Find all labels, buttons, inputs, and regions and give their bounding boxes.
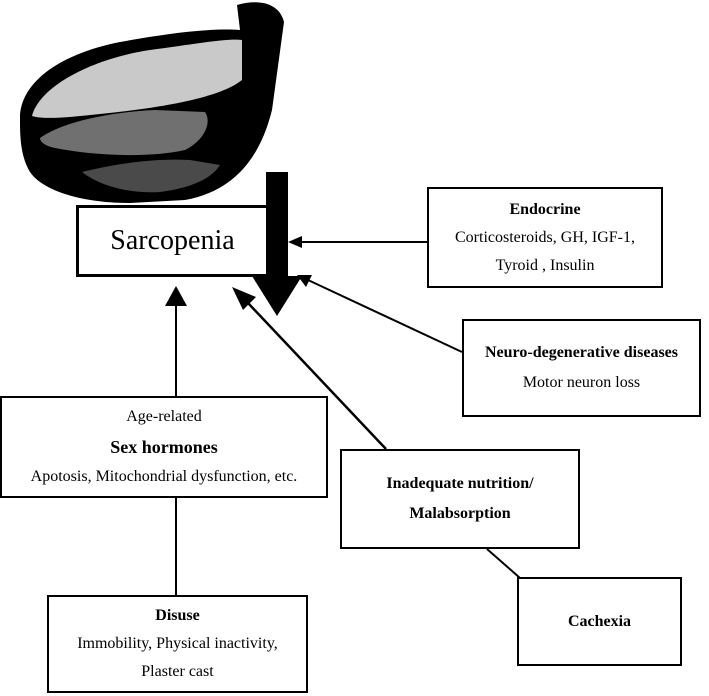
sarcopenia-label: Sarcopenia [110,225,235,256]
cachexia-connector [486,548,521,579]
disuse-line1: Immobility, Physical inactivity, [77,635,278,652]
sex-hormones-pre: Age-related [126,408,202,425]
sex-hormones-line1: Apotosis, Mitochondrial dysfunction, etc… [30,468,298,485]
sex-hormones-arrowhead [165,286,187,306]
sex-hormones-title: Sex hormones [110,437,218,457]
connectors [165,172,521,595]
sex-hormones-box: Age-related Sex hormones Apotosis, Mitoc… [0,396,328,498]
cachexia-label: Cachexia [567,612,632,630]
endocrine-line1: Corticosteroids, GH, IGF-1, [455,228,635,246]
neuro-line1: Motor neuron loss [522,374,641,391]
neuro-title: Neuro-degenerative diseases [485,344,678,361]
decline-arrow-head [252,276,302,316]
flexed-arm-muscle-icon [20,2,284,204]
endocrine-arrowhead [288,236,302,248]
nutrition-box: Inadequate nutrition/ Malabsorption [340,449,580,549]
nutrition-arrowhead [232,287,256,310]
endocrine-line2: Tyroid , Insulin [495,256,595,274]
endocrine-box: Endocrine Corticosteroids, GH, IGF-1, Ty… [427,187,663,288]
neuro-arrow [307,279,463,353]
nutrition-line2: Malabsorption [409,505,511,522]
disuse-line2: Plaster cast [141,663,214,680]
nutrition-arrow [247,302,387,450]
neuro-box: Neuro-degenerative diseases Motor neuron… [462,319,701,417]
disuse-title: Disuse [155,607,200,624]
sarcopenia-box: Sarcopenia [76,205,269,277]
disuse-box: Disuse Immobility, Physical inactivity, … [47,595,308,693]
endocrine-title: Endocrine [509,200,581,218]
nutrition-line1: Inadequate nutrition/ [386,475,534,492]
decline-arrow-shaft [266,172,288,278]
cachexia-box: Cachexia [517,577,682,666]
